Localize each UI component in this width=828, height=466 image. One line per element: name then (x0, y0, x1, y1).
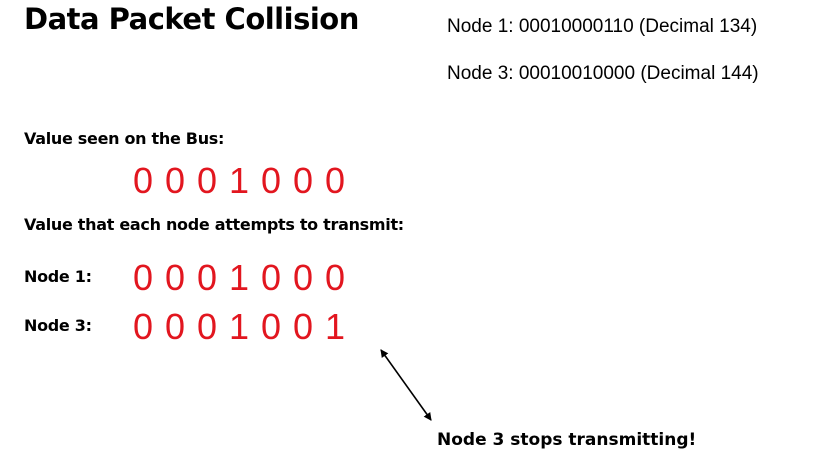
bus-bit: 0 (133, 160, 154, 201)
node3-bit: 0 (261, 306, 282, 347)
bus-bit: 1 (229, 160, 250, 201)
bus-bit: 0 (261, 160, 282, 201)
stop-annotation: Node 3 stops transmitting! (437, 430, 697, 450)
node3-bit: 0 (165, 306, 186, 347)
arrow-line (380, 349, 432, 421)
node3-label: Node 3: (24, 316, 92, 335)
node3-bit: 0 (197, 306, 218, 347)
node1-bit: 0 (133, 257, 154, 298)
node1-bits: 0 0 0 1 0 0 0 (133, 257, 357, 299)
node3-bits: 0 0 0 1 0 0 1 (133, 306, 357, 348)
node1-bit: 0 (165, 257, 186, 298)
node1-label: Node 1: (24, 267, 92, 286)
node1-bit: 0 (261, 257, 282, 298)
node3-bit: 1 (229, 306, 250, 347)
node3-bit: 0 (293, 306, 314, 347)
bus-bit: 0 (197, 160, 218, 201)
slide-title: Data Packet Collision (24, 2, 359, 36)
bus-bit: 0 (293, 160, 314, 201)
node3-bit: 1 (325, 306, 346, 347)
node1-bit: 1 (229, 257, 250, 298)
bus-value-label: Value seen on the Bus: (24, 129, 225, 148)
bus-bit: 0 (325, 160, 346, 201)
bus-bits: 0 0 0 1 0 0 0 (133, 160, 357, 202)
attempt-label: Value that each node attempts to transmi… (24, 215, 404, 234)
node3-binary-info: Node 3: 00010010000 (Decimal 144) (447, 63, 759, 84)
node1-bit: 0 (325, 257, 346, 298)
node1-binary-info: Node 1: 00010000110 (Decimal 134) (447, 16, 758, 37)
node1-bit: 0 (197, 257, 218, 298)
node3-bit: 0 (133, 306, 154, 347)
bus-bit: 0 (165, 160, 186, 201)
node1-bit: 0 (293, 257, 314, 298)
